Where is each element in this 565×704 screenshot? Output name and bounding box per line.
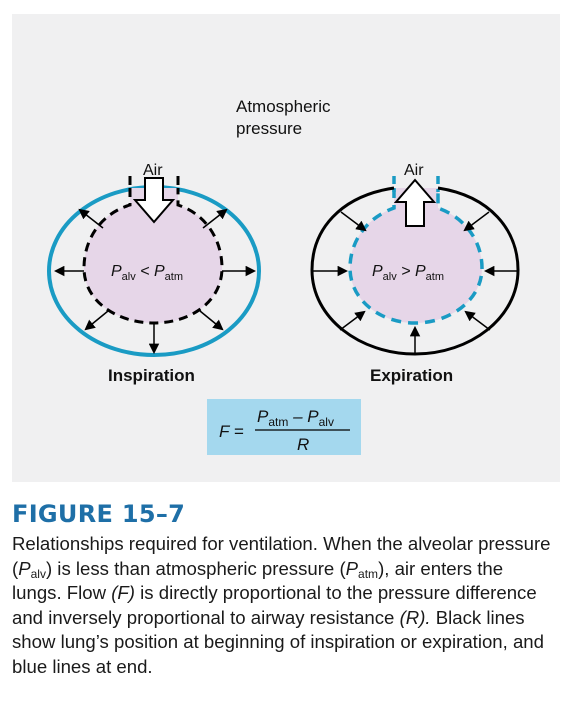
expiration-air-label: Air	[404, 162, 424, 179]
ventilation-diagram: Atmospheric pressure Air Palv < Patm Ins…	[47, 97, 520, 455]
formula-denominator: R	[297, 435, 309, 454]
flow-formula: F = Patm – Palv R	[207, 399, 361, 455]
figure-title: FIGURE 15–7	[12, 500, 186, 528]
figure-caption: Relationships required for ventilation. …	[12, 533, 551, 677]
atmospheric-pressure-label: Atmospheric	[236, 97, 331, 116]
expiration-diagram: Air Palv > Patm Expiration	[310, 162, 520, 385]
expiration-pressure-relation: Palv > Patm	[372, 263, 444, 283]
inspiration-air-label: Air	[143, 162, 163, 179]
inspiration-diagram: Air Palv < Patm Inspiration	[47, 162, 261, 385]
expiration-air-arrow	[393, 178, 437, 227]
formula-lhs: F =	[219, 422, 244, 441]
expiration-label: Expiration	[370, 366, 453, 385]
formula-box	[207, 399, 361, 455]
atmospheric-pressure-label-line2: pressure	[236, 119, 302, 138]
inspiration-pressure-relation: Palv < Patm	[111, 263, 183, 283]
expiration-lung	[348, 188, 484, 325]
formula-numerator: Patm – Palv	[257, 407, 334, 429]
inspiration-label: Inspiration	[108, 366, 195, 385]
inspiration-air-arrow	[132, 177, 176, 224]
